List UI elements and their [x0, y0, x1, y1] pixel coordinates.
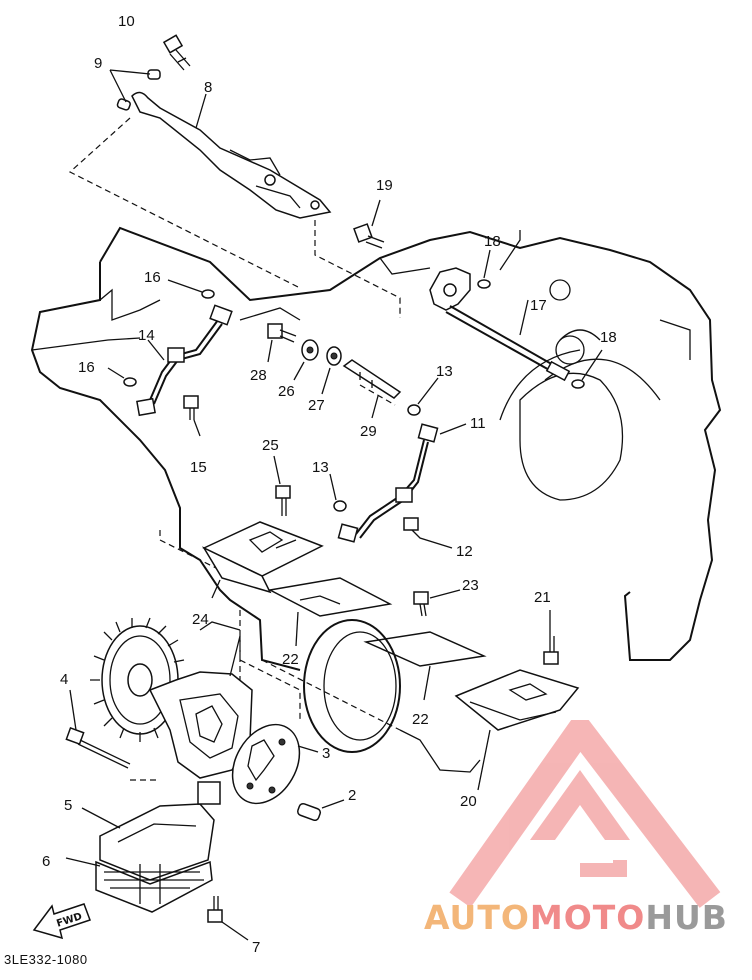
part-label-p20: 20: [460, 793, 477, 810]
part-label-p16b: 16: [78, 359, 95, 376]
part-label-p17: 17: [530, 297, 547, 314]
part-label-p22a: 22: [282, 651, 299, 668]
part-label-p13b: 13: [312, 459, 329, 476]
part-label-p23: 23: [462, 577, 479, 594]
part-label-p18a: 18: [484, 233, 501, 250]
bolt-23: [413, 589, 461, 617]
watermark-logo: [449, 720, 721, 908]
part-label-p4: 4: [60, 671, 68, 688]
bolt-19: [353, 199, 385, 249]
crank-housing-ring: [303, 619, 401, 753]
part-label-p2: 2: [348, 787, 356, 804]
watermark-triangle-icon: [449, 720, 721, 908]
baffle-plate-24: [202, 521, 324, 599]
strainer-housing-5: [81, 781, 221, 881]
part-label-p19: 19: [376, 177, 393, 194]
part-label-p16a: 16: [144, 269, 161, 286]
bolt-7: [207, 896, 249, 941]
part-label-p9: 9: [94, 55, 102, 72]
oil-pipe-14: [136, 304, 233, 417]
oil-pipe-11: [337, 423, 467, 543]
bolt-10: [162, 34, 191, 71]
watermark-text-moto: MOTO: [529, 898, 646, 937]
baffle-plate-22b: [363, 631, 487, 701]
part-label-p6: 6: [42, 853, 50, 870]
pump-cover-3: [231, 723, 319, 805]
watermark-text-hub: HUB: [645, 898, 728, 937]
part-label-p12: 12: [456, 543, 473, 560]
fwd-arrow-icon: FWD: [32, 903, 91, 940]
bolt-15: [183, 395, 201, 437]
part-label-p25: 25: [262, 437, 279, 454]
bolt-21: [543, 610, 559, 665]
washer-26: [293, 339, 319, 381]
part-label-p28: 28: [250, 367, 267, 384]
part-label-p29: 29: [360, 423, 377, 440]
shaft-29: [342, 359, 402, 419]
part-label-p14: 14: [138, 327, 155, 344]
o-ring-18: [477, 249, 603, 389]
part-label-p22b: 22: [412, 711, 429, 728]
part-label-p13a: 13: [436, 363, 453, 380]
oil-pipe-8: [131, 91, 332, 219]
strainer-6: [65, 857, 213, 913]
part-label-p5: 5: [64, 797, 72, 814]
part-label-p10: 10: [118, 13, 135, 30]
drawing-code: 3LE332-1080: [4, 952, 88, 967]
engine-case-outline: [30, 226, 722, 773]
o-ring-13: [329, 377, 439, 512]
part-label-p11: 11: [470, 415, 486, 432]
part-label-p18b: 18: [600, 329, 617, 346]
dowel-2: [296, 799, 345, 822]
bolt-25: [273, 455, 291, 516]
part-label-p7: 7: [252, 939, 260, 956]
part-label-p27: 27: [308, 397, 325, 414]
part-label-p15: 15: [190, 459, 207, 476]
part-label-p26: 26: [278, 383, 295, 400]
bolt-12: [403, 517, 453, 549]
part-label-p8: 8: [204, 79, 212, 96]
part-label-p3: 3: [322, 745, 330, 762]
baffle-plate-22a: [267, 577, 393, 647]
part-label-p24: 24: [192, 611, 209, 628]
o-ring-16: [107, 279, 215, 387]
oil-pan-baffle-20: [454, 669, 580, 791]
watermark-text-auto: AUTO: [424, 898, 530, 937]
bolt-28: [267, 323, 297, 363]
oil-pipe-17: [429, 267, 571, 382]
bolt-4: [65, 689, 131, 769]
watermark-text: AUTOMOTOHUB: [424, 898, 728, 937]
washer-27: [321, 346, 342, 395]
dowel-9: [109, 69, 161, 111]
part-label-p21: 21: [534, 589, 551, 606]
